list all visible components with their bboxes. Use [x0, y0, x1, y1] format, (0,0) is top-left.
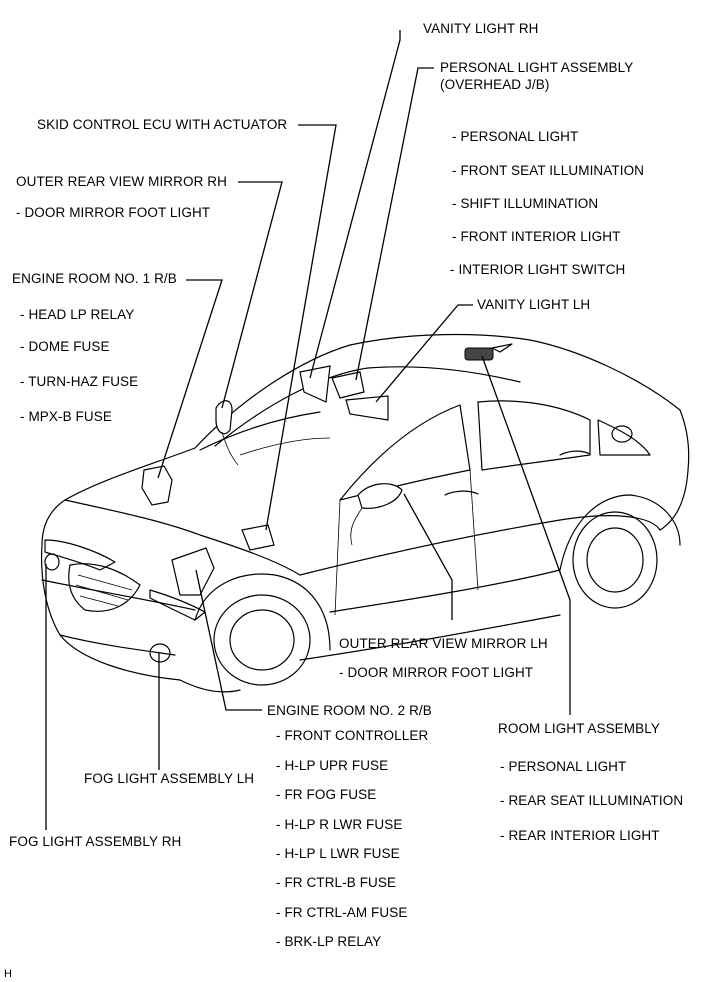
- room-item-2: - REAR SEAT ILLUMINATION: [500, 793, 684, 808]
- vanity-light-rh-label: VANITY LIGHT RH: [423, 21, 539, 36]
- personal-item-5: - INTERIOR LIGHT SWITCH: [450, 262, 626, 277]
- er1-item-1: - HEAD LP RELAY: [20, 307, 135, 322]
- room-light-assembly-icon: [464, 347, 494, 361]
- components: [141, 347, 494, 596]
- er2-item-6: - FR CTRL-B FUSE: [276, 875, 397, 890]
- er2-item-3: - FR FOG FUSE: [276, 787, 377, 802]
- er2-item-1: - FRONT CONTROLLER: [276, 728, 429, 743]
- leader-lines: [45, 30, 571, 830]
- outer-mirror-lh-label: OUTER REAR VIEW MIRROR LH: [339, 636, 548, 651]
- vanity-light-rh-icon: [299, 365, 331, 403]
- engine-room-2-rb-label: ENGINE ROOM NO. 2 R/B: [267, 703, 432, 718]
- fog-light-rh-label: FOG LIGHT ASSEMBLY RH: [9, 834, 182, 849]
- engine-room-1-rb-icon: [141, 465, 173, 506]
- room-item-1: - PERSONAL LIGHT: [500, 759, 627, 774]
- outer-mirror-lh-item-1: - DOOR MIRROR FOOT LIGHT: [339, 665, 534, 680]
- er2-item-8: - BRK-LP RELAY: [276, 934, 382, 949]
- engine-room-2-rb-icon: [171, 547, 215, 596]
- er1-item-4: - MPX-B FUSE: [20, 409, 112, 424]
- er1-item-2: - DOME FUSE: [20, 339, 110, 354]
- personal-item-4: - FRONT INTERIOR LIGHT: [452, 229, 621, 244]
- er2-item-7: - FR CTRL-AM FUSE: [276, 905, 408, 920]
- outer-mirror-rh-item-1: - DOOR MIRROR FOOT LIGHT: [16, 205, 211, 220]
- outer-mirror-lh-icon: [357, 483, 403, 509]
- personal-item-3: - SHIFT ILLUMINATION: [452, 196, 599, 211]
- er1-item-3: - TURN-HAZ FUSE: [20, 374, 139, 389]
- vanity-light-lh-label: VANITY LIGHT LH: [477, 297, 591, 312]
- personal-light-assembly-label: PERSONAL LIGHT ASSEMBLY: [440, 60, 634, 75]
- outer-mirror-rh-label: OUTER REAR VIEW MIRROR RH: [16, 174, 228, 189]
- room-item-3: - REAR INTERIOR LIGHT: [500, 828, 660, 843]
- fog-light-lh-label: FOG LIGHT ASSEMBLY LH: [84, 771, 255, 786]
- room-light-assembly-label: ROOM LIGHT ASSEMBLY: [498, 721, 660, 736]
- personal-light-assembly-sublabel: (OVERHEAD J/B): [440, 77, 550, 92]
- skid-control-ecu-label: SKID CONTROL ECU WITH ACTUATOR: [37, 117, 288, 132]
- engine-room-1-rb-label: ENGINE ROOM NO. 1 R/B: [12, 271, 177, 286]
- er2-item-4: - H-LP R LWR FUSE: [276, 817, 403, 832]
- personal-item-2: - FRONT SEAT ILLUMINATION: [452, 163, 645, 178]
- corner-mark: H: [4, 968, 13, 980]
- outer-mirror-rh-icon: [215, 400, 233, 435]
- skid-control-ecu-icon: [241, 524, 275, 551]
- personal-item-1: - PERSONAL LIGHT: [452, 129, 579, 144]
- er2-item-2: - H-LP UPR FUSE: [276, 758, 389, 773]
- vanity-light-lh-icon: [345, 395, 389, 421]
- er2-item-5: - H-LP L LWR FUSE: [276, 846, 400, 861]
